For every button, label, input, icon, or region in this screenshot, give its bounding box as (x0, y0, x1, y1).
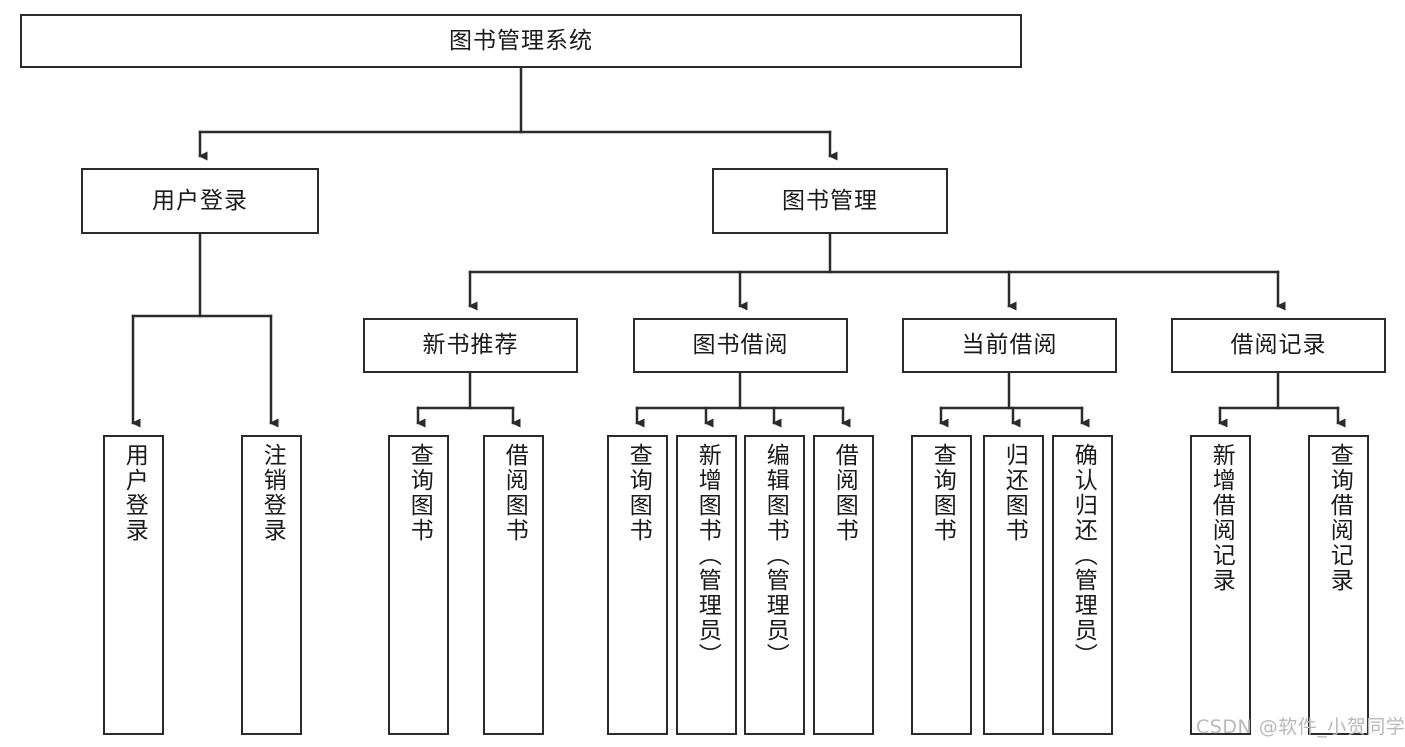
node-leaf-query-book-1-label: 查询图书 (406, 443, 433, 543)
node-new-book-recommend[interactable]: 新书推荐 (363, 318, 578, 373)
node-user-login-label: 用户登录 (152, 187, 248, 214)
node-leaf-query-book-3[interactable]: 查询图书 (911, 435, 972, 735)
node-leaf-user-login[interactable]: 用户登录 (103, 435, 164, 735)
node-book-borrow[interactable]: 图书借阅 (633, 318, 848, 373)
node-leaf-borrow-book-2-label: 借阅图书 (831, 443, 858, 543)
node-leaf-return-book-label: 归还图书 (1001, 443, 1028, 543)
node-current-borrow-label: 当前借阅 (961, 332, 1058, 359)
node-leaf-confirm-return[interactable]: 确认归还（管理员） (1052, 435, 1113, 735)
node-leaf-query-book-3-label: 查询图书 (929, 443, 956, 543)
node-book-management-label: 图书管理 (782, 187, 878, 214)
node-leaf-add-book[interactable]: 新增图书（管理员） (676, 435, 737, 735)
node-leaf-confirm-return-label: 确认归还（管理员） (1070, 443, 1097, 668)
node-new-book-recommend-label: 新书推荐 (422, 332, 519, 359)
node-leaf-query-book-1[interactable]: 查询图书 (388, 435, 449, 735)
node-leaf-logout-label: 注销登录 (259, 443, 286, 543)
node-book-management[interactable]: 图书管理 (712, 168, 948, 234)
node-leaf-add-record-label: 新增借阅记录 (1208, 443, 1235, 593)
node-borrow-record-label: 借阅记录 (1230, 332, 1327, 359)
node-leaf-borrow-book-1[interactable]: 借阅图书 (483, 435, 544, 735)
csdn-watermark: CSDN @软件_小贺同学 (1196, 716, 1405, 738)
node-root-label: 图书管理系统 (449, 27, 593, 54)
node-leaf-query-record-label: 查询借阅记录 (1326, 443, 1353, 593)
node-leaf-add-record[interactable]: 新增借阅记录 (1190, 435, 1251, 735)
node-leaf-borrow-book-1-label: 借阅图书 (501, 443, 528, 543)
node-book-borrow-label: 图书借阅 (692, 332, 789, 359)
node-current-borrow[interactable]: 当前借阅 (902, 318, 1117, 373)
node-leaf-query-book-2-label: 查询图书 (625, 443, 652, 543)
node-leaf-return-book[interactable]: 归还图书 (983, 435, 1044, 735)
node-leaf-user-login-label: 用户登录 (121, 443, 148, 543)
node-leaf-add-book-label: 新增图书（管理员） (694, 443, 721, 668)
node-leaf-edit-book[interactable]: 编辑图书（管理员） (744, 435, 805, 735)
node-leaf-query-book-2[interactable]: 查询图书 (607, 435, 668, 735)
node-leaf-query-record[interactable]: 查询借阅记录 (1308, 435, 1369, 735)
node-borrow-record[interactable]: 借阅记录 (1171, 318, 1386, 373)
node-leaf-borrow-book-2[interactable]: 借阅图书 (813, 435, 874, 735)
node-user-login[interactable]: 用户登录 (81, 168, 319, 234)
node-root[interactable]: 图书管理系统 (20, 14, 1022, 68)
node-leaf-logout[interactable]: 注销登录 (241, 435, 302, 735)
node-leaf-edit-book-label: 编辑图书（管理员） (762, 443, 789, 668)
